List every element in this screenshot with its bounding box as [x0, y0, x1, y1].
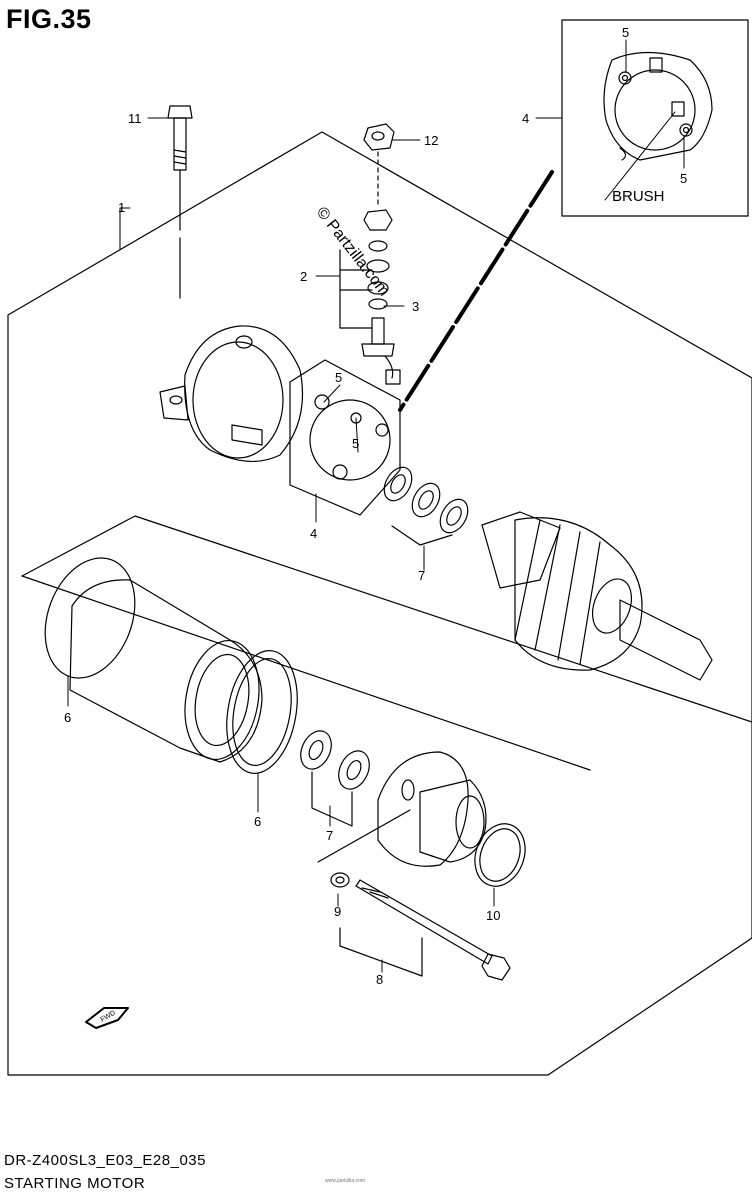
callout-5-plate-top: 5: [335, 370, 342, 385]
inset-label: BRUSH: [612, 188, 665, 205]
leader-lines: [67, 39, 685, 973]
o-ring-10: [474, 823, 526, 887]
callout-5-plate-center: 5: [352, 436, 359, 451]
armature: [481, 511, 713, 681]
callout-4-inset: 4: [522, 111, 529, 126]
washers-lower: [300, 730, 370, 790]
inner-divider: [21, 515, 752, 723]
washers-upper: [383, 466, 469, 534]
part-9-washer: [330, 872, 350, 888]
callout-12: 12: [424, 133, 438, 148]
fine-print: www.partzilla.com: [325, 1178, 366, 1184]
section-name: STARTING MOTOR: [4, 1175, 146, 1192]
assembly-outline: [7, 131, 752, 1076]
part-7-lower-bracket: [311, 771, 353, 827]
callout-11: 11: [128, 111, 142, 126]
figure-title: FIG.35: [6, 4, 92, 34]
inner-divider-3: [317, 809, 411, 863]
o-ring-6-left: [44, 557, 136, 679]
front-bracket: [377, 751, 487, 867]
inset-leader: [398, 170, 554, 412]
callout-10: 10: [486, 908, 500, 923]
callout-6-right: 6: [254, 814, 261, 829]
inner-divider-2: [21, 575, 591, 771]
part-8-bracket: [339, 927, 423, 977]
callout-6-left: 6: [64, 710, 71, 725]
end-cover: [159, 325, 304, 463]
callout-9: 9: [334, 904, 341, 919]
model-code: DR-Z400SL3_E03_E28_035: [4, 1152, 206, 1169]
part-8-through-bolt: [355, 879, 511, 981]
callout-5-inset-top: 5: [622, 25, 629, 40]
part-7-upper-bracket: [391, 525, 453, 546]
brush-holder-plate: [289, 359, 401, 516]
inset-brush-holder: [603, 51, 713, 161]
callout-2: 2: [300, 269, 307, 284]
part-9-washer-inner: [335, 876, 345, 884]
watermark: © Partzilla.com: [313, 204, 393, 299]
callout-1: 1: [118, 200, 125, 215]
callout-5-inset-bottom: 5: [680, 171, 687, 186]
o-ring-10-inner: [479, 828, 521, 882]
motor-yoke: [69, 579, 263, 763]
o-ring-6-right-inner: [232, 657, 292, 767]
forward-arrow-icon: [85, 1007, 129, 1029]
callout-8: 8: [376, 972, 383, 987]
callout-7-upper: 7: [418, 568, 425, 583]
callout-7-lower: 7: [326, 828, 333, 843]
o-ring-6-right: [226, 650, 298, 774]
callout-3: 3: [412, 299, 419, 314]
callout-4-plate: 4: [310, 526, 317, 541]
inset-box: [561, 19, 749, 217]
part-11-bolt: [167, 105, 193, 301]
part-12-nut-stack: [361, 123, 401, 385]
